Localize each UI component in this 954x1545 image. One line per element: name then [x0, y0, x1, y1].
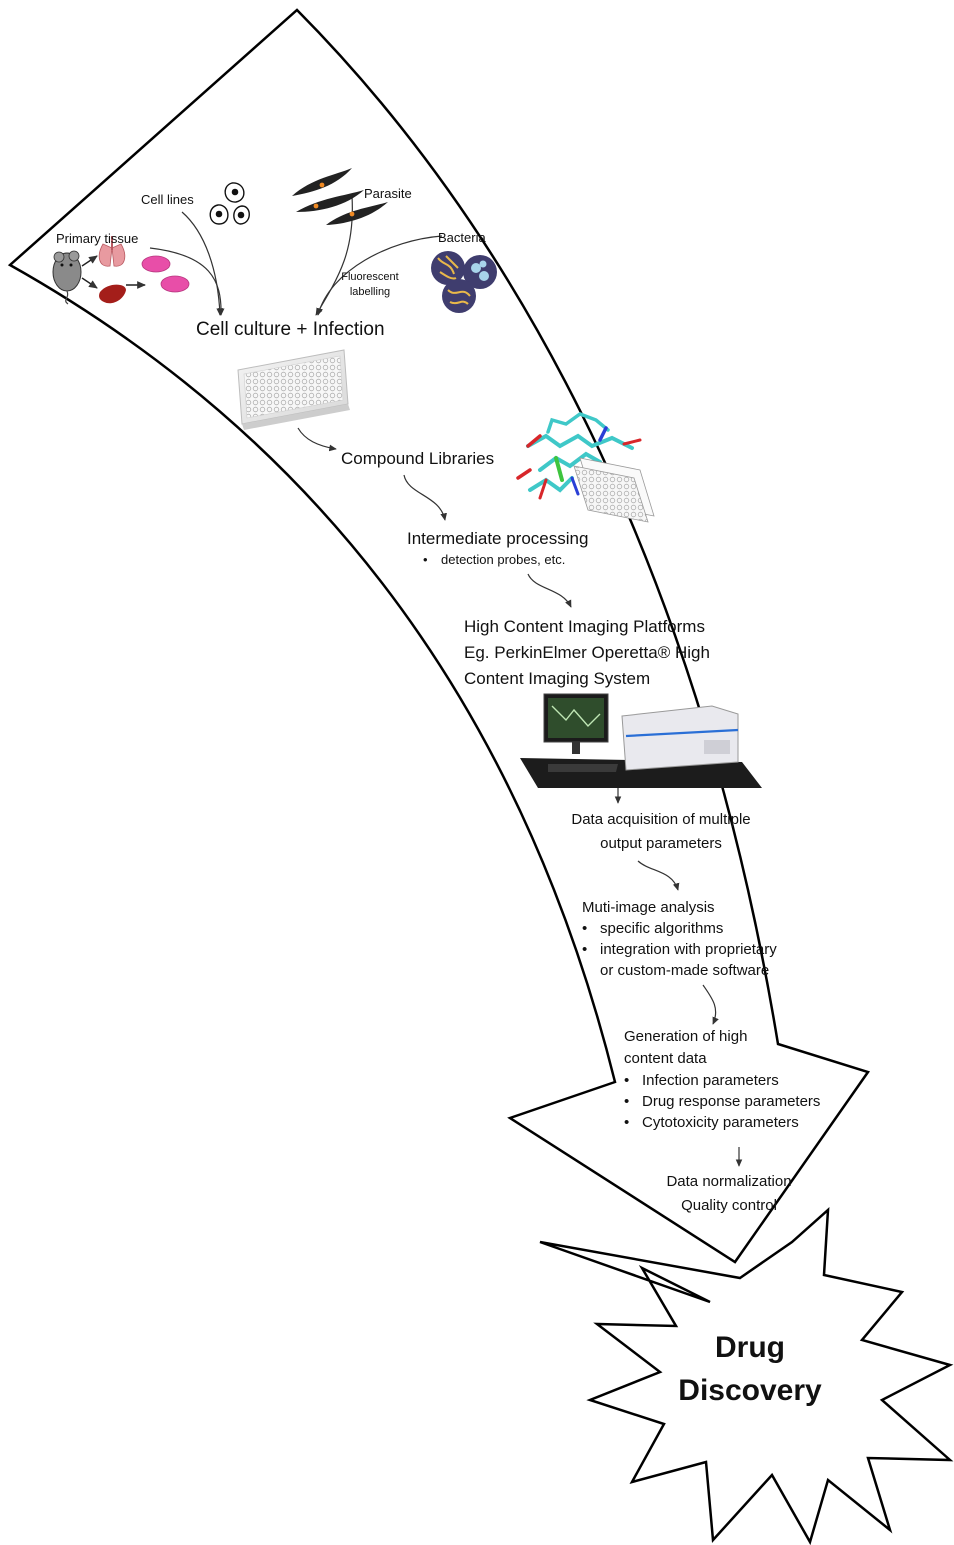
connector-acquisition-to-analysis [637, 860, 680, 891]
molecule-icon [516, 412, 642, 500]
step-data-normalization: Data normalization Quality control [666, 1173, 792, 1214]
bacteria-icon [431, 251, 497, 313]
compound-plates-icon [573, 457, 655, 523]
step-high-content-imaging: High Content Imaging Platforms Eg. Perki… [464, 617, 710, 688]
petri-dish-icon [141, 255, 190, 293]
multiwell-plate-icon [237, 349, 350, 430]
lungs-icon [98, 236, 126, 267]
step-compound-libraries: Compound Libraries [341, 449, 495, 468]
analysis-bullet-integration: integration with proprietary [582, 939, 777, 960]
outcome-drug-discovery: Drug Discovery [678, 1331, 822, 1407]
connector-compounds-to-processing [403, 474, 447, 521]
cells-icon [209, 182, 250, 225]
analysis-bullet-algorithms: specific algorithms [582, 918, 777, 939]
step-intermediate-processing: Intermediate processing detection probes… [407, 528, 588, 570]
generation-bullet-drug-response: Drug response parameters [624, 1091, 820, 1112]
label-primary-tissue: Primary tissue [56, 231, 139, 246]
step-data-acquisition: Data acquisition of multiple output para… [571, 811, 751, 852]
step-cell-culture-infection: Cell culture + Infection [196, 319, 385, 340]
connector-primary-tissue [149, 247, 225, 316]
mouse-icon [52, 250, 82, 305]
label-fluorescent-labelling: Fluorescent labelling [341, 271, 399, 298]
generation-bullet-cytotoxicity: Cytotoxicity parameters [624, 1112, 820, 1133]
label-parasite: Parasite [364, 186, 412, 201]
imaging-system-icon [520, 693, 762, 788]
liver-icon [99, 284, 126, 304]
step-multi-image-analysis: Muti-image analysis specific algorithms … [582, 897, 777, 981]
label-bacteria: Bacteria [438, 230, 486, 245]
drug-discovery-starburst [539, 1207, 954, 1545]
connector-bacteria [316, 235, 443, 316]
connector-cell-lines [181, 211, 224, 316]
step-generation-high-content-data: Generation of high content data Infectio… [624, 1026, 820, 1133]
generation-bullet-infection: Infection parameters [624, 1070, 820, 1091]
label-cell-lines: Cell lines [141, 192, 194, 207]
connector-plate-to-compounds [297, 427, 337, 452]
parasite-icon [292, 168, 388, 225]
connector-processing-to-imaging [527, 573, 572, 608]
connector-analysis-to-generation [702, 984, 719, 1025]
